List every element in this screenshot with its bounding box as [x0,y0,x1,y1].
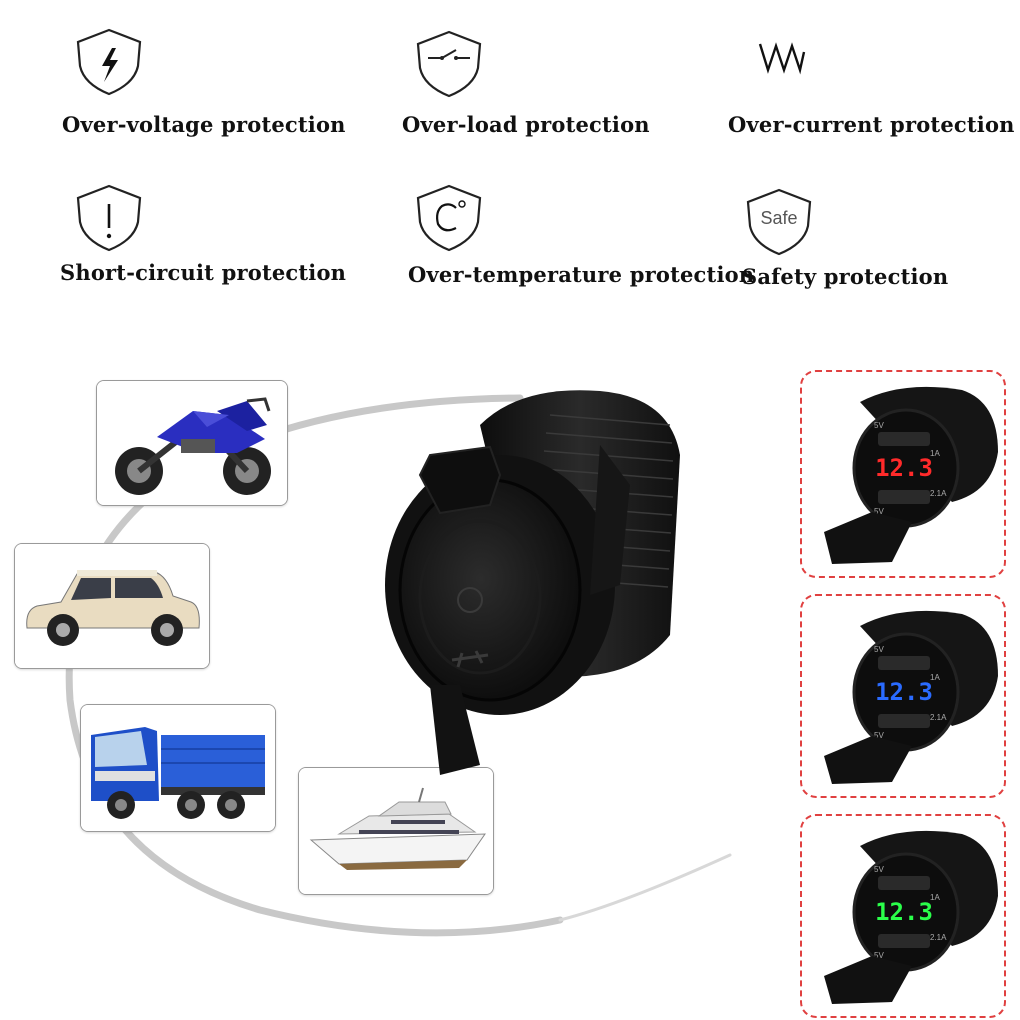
socket-cover-icon [385,390,680,775]
port-label: 5V [874,951,884,960]
feature-label: Over-voltage protection [62,112,346,137]
yacht-image [298,767,494,895]
variant-green: 12.3 5V 1A 5V 2.1A [800,814,1006,1018]
port-label: 5V [874,507,884,516]
motorcycle-image [96,380,288,506]
port-label: 1A [930,893,940,902]
feature-label: Short-circuit protection [60,260,347,285]
exclamation-shield-icon [76,184,142,252]
car-image [14,543,210,669]
truck-image [80,704,276,832]
variant-red: 12.3 5V 1A 5V 2.1A [800,370,1006,578]
zigzag-current-icon [758,42,806,75]
port-label: 5V [874,421,884,430]
variant-blue: 12.3 5V 1A 5V 2.1A [800,594,1006,798]
feature-label: Safety protection [742,264,949,289]
voltage-display: 12.3 [875,898,933,926]
voltage-display: 12.3 [875,454,933,482]
celsius-shield-icon [416,184,482,252]
feature-label: Over-current protection [728,112,1015,137]
switch-shield-icon [416,30,482,98]
port-label: 5V [874,731,884,740]
port-label: 5V [874,645,884,654]
safe-icon-text: Safe [760,208,797,228]
port-label: 2.1A [930,933,947,942]
port-label: 1A [930,673,940,682]
voltage-display: 12.3 [875,678,933,706]
feature-label: Over-temperature protection [408,262,755,287]
port-label: 1A [930,449,940,458]
port-label: 2.1A [930,713,947,722]
port-label: 2.1A [930,489,947,498]
feature-label: Over-load protection [402,112,650,137]
port-label: 5V [874,865,884,874]
lightning-shield-icon [76,28,142,96]
safe-shield-icon: Safe [746,188,812,256]
